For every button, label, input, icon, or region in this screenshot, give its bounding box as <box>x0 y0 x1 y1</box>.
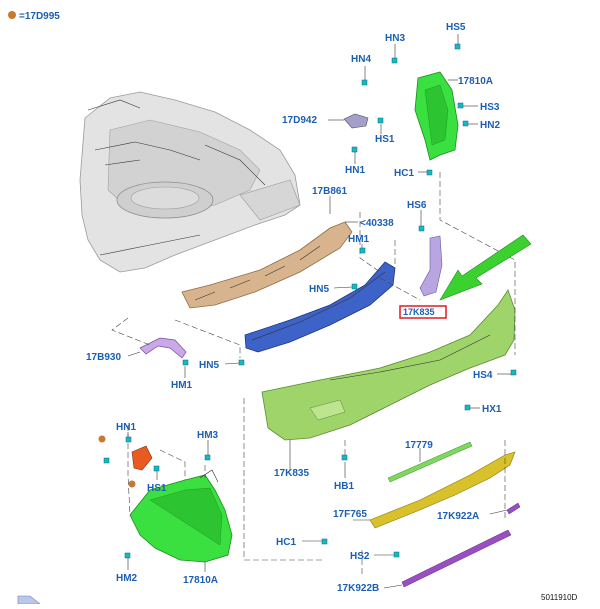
label-hm1-mid: HM1 <box>348 234 370 245</box>
label-17b930: 17B930 <box>86 352 121 363</box>
label-17f765: 17F765 <box>333 509 367 520</box>
side-bracket-upper <box>414 71 459 161</box>
label-hn4: HN4 <box>351 54 371 65</box>
side-bracket-lower <box>129 469 233 563</box>
clip-hn2 <box>462 120 469 127</box>
highlight-box <box>399 305 447 319</box>
label-hn1-low: HN1 <box>116 422 136 433</box>
label-17k922a: 17K922A <box>437 511 479 522</box>
skid-plate <box>369 451 516 529</box>
clip-hm1-mid <box>359 247 366 254</box>
legend-marker <box>8 11 16 19</box>
clip-hx1 <box>464 404 471 411</box>
clip-hc1-low <box>321 538 328 545</box>
label-hm3: HM3 <box>197 430 219 441</box>
highlight-callout: 17K835 <box>399 234 532 319</box>
leader-lines <box>127 34 511 589</box>
clip-hs1 <box>377 117 384 124</box>
energy-absorber <box>181 221 353 309</box>
label-40338: <40338 <box>360 218 394 229</box>
clip-hc1 <box>426 169 433 176</box>
bracket-17b930 <box>139 337 187 359</box>
label-hs6: HS6 <box>407 200 427 211</box>
label-hs4: HS4 <box>473 370 493 381</box>
corner-marker <box>17 595 41 605</box>
label-hc1-low: HC1 <box>276 537 296 548</box>
label-hm1-low: HM1 <box>171 380 193 391</box>
clip-hn4 <box>361 79 368 86</box>
bumper-cover <box>261 289 516 441</box>
label-hs1-top: HS1 <box>375 134 395 145</box>
trim-strip-17779 <box>387 441 473 483</box>
label-17b861: 17B861 <box>312 186 347 197</box>
clip-hn5-low <box>238 359 245 366</box>
clip-hb1 <box>341 454 348 461</box>
clip-hm2 <box>124 552 131 559</box>
label-hc1-top: HC1 <box>394 168 414 179</box>
clip-hs4 <box>510 369 517 376</box>
clip-hs2 <box>393 551 400 558</box>
label-hs2: HS2 <box>350 551 370 562</box>
bracket-17k835 <box>419 235 443 297</box>
clip-hm3 <box>204 454 211 461</box>
clip-hn1-low <box>125 436 132 443</box>
clip-hn5-mid <box>351 283 358 290</box>
trim-17k922b <box>401 529 512 588</box>
clip-hs5 <box>454 43 461 50</box>
label-hn5-low: HN5 <box>199 360 219 371</box>
bracket-17d995 <box>131 445 153 471</box>
trim-17k922a <box>506 502 521 515</box>
part-labels: HS5 HN3 HN4 17810A HS3 HN2 17D942 HS1 HN… <box>86 22 502 594</box>
label-hn1-top: HN1 <box>345 165 365 176</box>
label-hs5: HS5 <box>446 22 466 33</box>
clip-hs6 <box>418 225 425 232</box>
footer: 5011910D <box>17 593 578 605</box>
clip-17d995-b <box>128 480 136 488</box>
label-hn5-mid: HN5 <box>309 284 329 295</box>
label-17k835: 17K835 <box>274 468 309 479</box>
body-floor-panel <box>79 91 301 273</box>
label-17k922b: 17K922B <box>337 583 379 594</box>
label-17779: 17779 <box>405 440 433 451</box>
clip-hm1-low <box>182 359 189 366</box>
label-hn3: HN3 <box>385 33 405 44</box>
label-hm2: HM2 <box>116 573 138 584</box>
label-17810a-low: 17810A <box>183 575 218 586</box>
clip-hs3 <box>457 102 464 109</box>
clip-hs1-low <box>153 465 160 472</box>
highlight-arrow <box>439 234 532 301</box>
fasteners <box>98 43 517 559</box>
label-hb1: HB1 <box>334 481 354 492</box>
label-hs3: HS3 <box>480 102 500 113</box>
legend: =17D995 <box>8 11 60 22</box>
label-17d942: 17D942 <box>282 115 317 126</box>
highlight-label: 17K835 <box>403 307 435 317</box>
clip-17d995-a <box>98 435 106 443</box>
label-hn2: HN2 <box>480 120 500 131</box>
label-17810a-top: 17810A <box>458 76 493 87</box>
legend-text: =17D995 <box>19 11 60 22</box>
diagram-id: 5011910D <box>541 593 578 602</box>
clip-hn1 <box>351 146 358 153</box>
bracket-17d942 <box>343 113 369 129</box>
clip-left-a <box>103 457 110 464</box>
label-hs1-low: HS1 <box>147 483 167 494</box>
assembly-lines <box>111 172 516 575</box>
label-hx1: HX1 <box>482 404 502 415</box>
clip-hn3 <box>391 57 398 64</box>
